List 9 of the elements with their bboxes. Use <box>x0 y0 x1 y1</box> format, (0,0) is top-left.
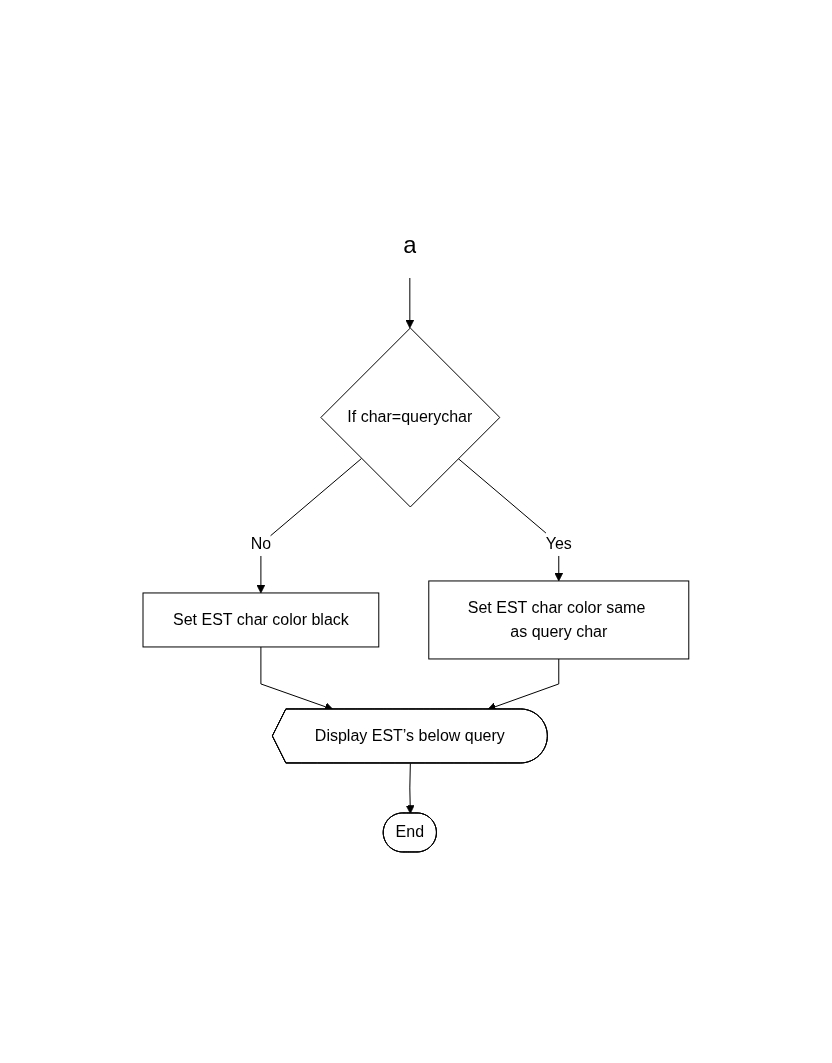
node-box: Set EST char color same as query char <box>428 579 690 659</box>
node-diamond: If char=querychar <box>320 327 501 507</box>
arrow <box>405 277 415 328</box>
edge-label: No <box>250 534 272 552</box>
node-text: a <box>403 230 417 258</box>
node-box: Set EST char color black <box>142 591 380 647</box>
arrow <box>405 762 415 814</box>
edge-label: Yes <box>545 534 572 552</box>
arrow <box>256 457 363 593</box>
